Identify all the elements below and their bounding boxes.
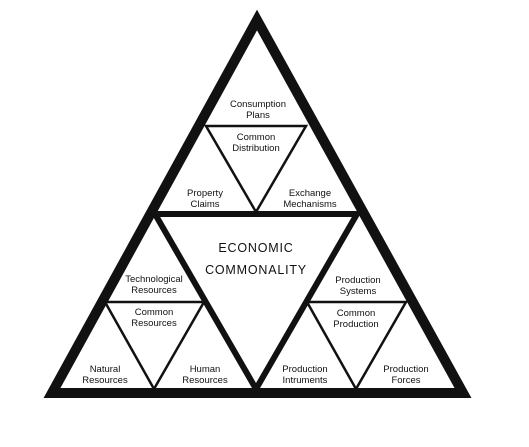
svg-text:Mechanisms: Mechanisms (283, 199, 337, 210)
label-consumption-plans: Consumption Plans (230, 99, 286, 121)
svg-text:Property: Property (187, 188, 223, 199)
label-common-production: Common Production (333, 308, 378, 330)
label-natural-resources: Natural Resources (82, 364, 128, 386)
svg-text:Distribution: Distribution (232, 143, 280, 154)
left-section: Technological Resources Common Resources… (82, 274, 228, 386)
label-production-systems: Production Systems (335, 275, 380, 297)
svg-text:Claims: Claims (190, 199, 219, 210)
label-exchange-mechanisms: Exchange Mechanisms (283, 188, 337, 210)
outer-triangle (43, 9, 472, 398)
svg-text:Common: Common (135, 307, 174, 318)
svg-text:Exchange: Exchange (289, 188, 331, 199)
svg-text:Human: Human (190, 364, 221, 375)
svg-text:Intruments: Intruments (283, 375, 328, 386)
svg-text:Technological: Technological (125, 274, 183, 285)
center-label-line1: ECONOMIC (218, 241, 293, 255)
svg-text:Forces: Forces (391, 375, 420, 386)
right-inner-triangle (304, 300, 409, 392)
svg-text:Common: Common (237, 132, 276, 143)
right-section: Production Systems Common Production Pro… (282, 275, 428, 386)
svg-text:Resources: Resources (82, 375, 128, 386)
svg-text:Consumption: Consumption (230, 99, 286, 110)
svg-text:Natural: Natural (90, 364, 121, 375)
top-section: Consumption Plans Common Distribution Pr… (187, 99, 337, 210)
svg-text:Resources: Resources (131, 285, 177, 296)
svg-text:Production: Production (383, 364, 428, 375)
left-inner-triangle (102, 300, 207, 392)
svg-text:Plans: Plans (246, 110, 270, 121)
label-technological-resources: Technological Resources (125, 274, 183, 296)
svg-text:Resources: Resources (182, 375, 228, 386)
top-inner-triangle (203, 124, 309, 215)
label-production-forces: Production Forces (383, 364, 428, 386)
svg-text:Common: Common (337, 308, 376, 319)
svg-text:Production: Production (335, 275, 380, 286)
center-label-line2: COMMONALITY (205, 263, 307, 277)
label-property-claims: Property Claims (187, 188, 223, 210)
svg-text:Resources: Resources (131, 318, 177, 329)
svg-text:Production: Production (333, 319, 378, 330)
svg-text:Production: Production (282, 364, 327, 375)
svg-text:Systems: Systems (340, 286, 377, 297)
label-common-resources: Common Resources (131, 307, 177, 329)
label-human-resources: Human Resources (182, 364, 228, 386)
label-production-intruments: Production Intruments (282, 364, 327, 386)
label-common-distribution: Common Distribution (232, 132, 280, 154)
